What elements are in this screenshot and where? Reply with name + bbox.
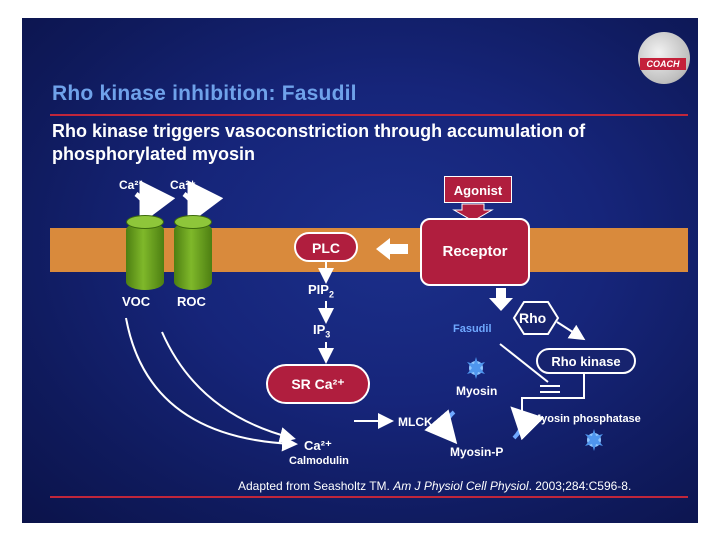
starburst-myosin-icon xyxy=(467,357,485,379)
slide: COACH Rho kinase inhibition: Fasudil Rho… xyxy=(22,18,698,523)
slide-title: Rho kinase inhibition: Fasudil xyxy=(52,82,357,105)
ca-calmodulin-label: Ca²⁺ xyxy=(304,438,332,453)
citation-prefix: Adapted from Seasholtz TM. xyxy=(238,479,394,493)
agonist-arrow xyxy=(452,203,494,222)
pip-subscript: 2 xyxy=(328,289,334,300)
ca-arrow-left xyxy=(134,180,176,225)
voc-channel-top xyxy=(126,215,164,229)
plc-node: PLC xyxy=(294,232,358,262)
roc-to-calmodulin-arrow xyxy=(161,331,296,443)
rho-to-rhokinase-arrow xyxy=(556,321,586,341)
myosin-phosphorylation-arrow xyxy=(424,409,458,445)
citation-journal: Am J Physiol Cell Physiol xyxy=(393,479,529,493)
voc-label: VOC xyxy=(122,294,151,309)
receptor-to-plc-arrow xyxy=(376,238,408,260)
ip3-label: IP3 xyxy=(313,322,330,340)
fasudil-inhibition-line xyxy=(499,343,549,383)
roc-channel xyxy=(174,222,212,290)
myosin-label: Myosin xyxy=(456,384,498,398)
myosin-dephosphorylation-arrow xyxy=(510,406,545,441)
citation: Adapted from Seasholtz TM. Am J Physiol … xyxy=(238,479,631,493)
roc-channel-top xyxy=(174,215,212,229)
roc-label: ROC xyxy=(177,294,206,309)
calmodulin-label: Calmodulin xyxy=(289,455,349,467)
voc-to-calmodulin-arrow xyxy=(125,317,298,452)
myosin-p-label: Myosin-P xyxy=(450,445,504,459)
starburst-phosphatase-icon xyxy=(585,429,603,451)
logo-text: COACH xyxy=(640,58,686,70)
title-divider xyxy=(50,114,688,116)
rho-kinase-node: Rho kinase xyxy=(536,348,636,374)
ip-text: IP xyxy=(313,322,326,337)
rho-label: Rho xyxy=(519,310,547,326)
ca-label-right: Ca²⁺ xyxy=(170,178,196,192)
ca-arrow-right xyxy=(182,180,224,225)
slide-subtitle: Rho kinase triggers vasoconstriction thr… xyxy=(52,121,586,164)
citation-suffix: . 2003;284:C596-8. xyxy=(528,479,632,493)
ca-label-left: Ca²⁺ xyxy=(119,178,145,192)
fasudil-label: Fasudil xyxy=(453,323,492,335)
rho-hexagon xyxy=(512,301,560,335)
rhokinase-inhibition-line xyxy=(521,373,585,414)
pip2-label: PIP2 xyxy=(308,282,334,300)
pip-text: PIP xyxy=(308,282,329,297)
ip-subscript: 3 xyxy=(325,329,331,340)
voc-channel xyxy=(126,222,164,290)
myosin-phosphatase-label: Myosin phosphatase xyxy=(532,413,641,425)
receptor-to-rho-arrow xyxy=(489,288,513,311)
sr-ca-node: SR Ca²⁺ xyxy=(266,364,370,404)
pathway-arrows xyxy=(50,180,688,498)
receptor-node: Receptor xyxy=(420,218,530,286)
agonist-box: Agonist xyxy=(444,176,512,203)
mlck-label: MLCK xyxy=(398,415,433,429)
